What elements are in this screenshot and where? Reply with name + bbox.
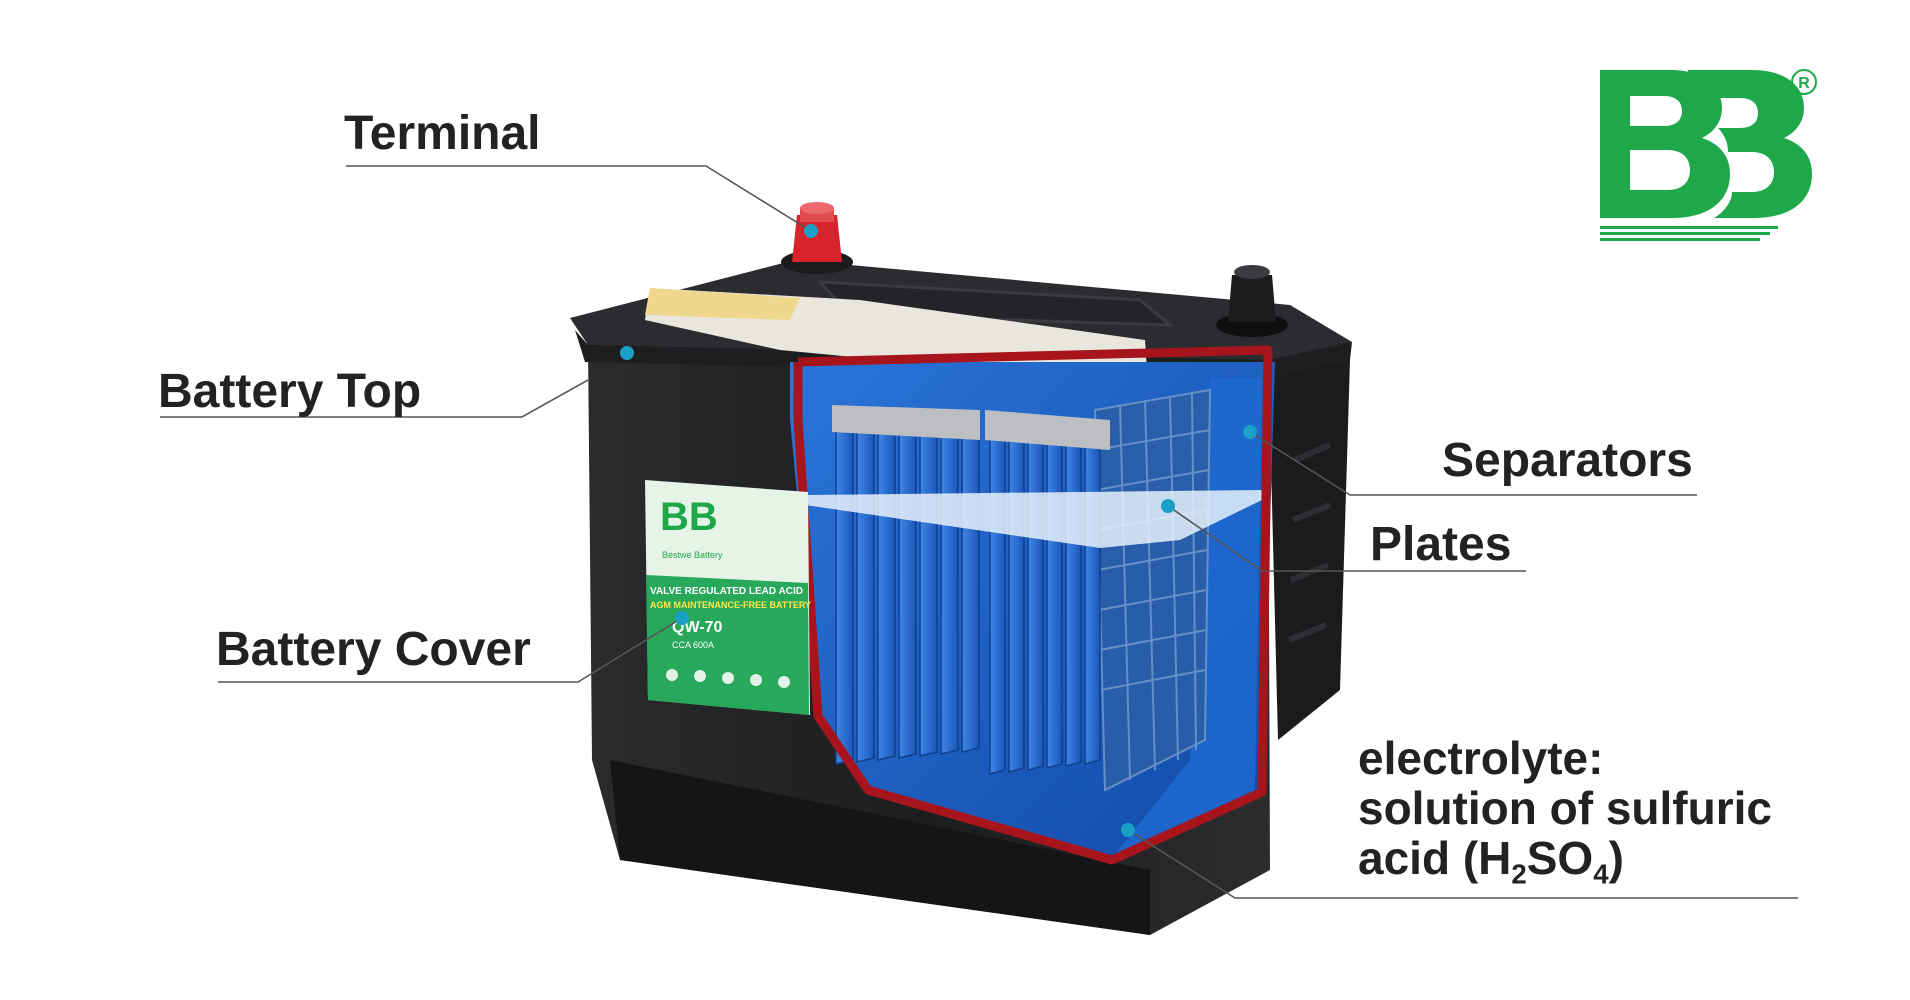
product-logo: BB	[660, 495, 718, 539]
label-terminal: Terminal	[344, 107, 541, 160]
plate	[961, 434, 980, 753]
marker-electrolyte	[1121, 823, 1135, 837]
leader-lines	[160, 165, 1798, 899]
label-separators: Separators	[1442, 434, 1693, 487]
plate	[940, 433, 959, 755]
marker-battery-top	[620, 346, 634, 360]
negative-terminal	[1216, 265, 1288, 337]
brand-logo: R	[1600, 69, 1817, 241]
label-battery-top: Battery Top	[158, 365, 422, 418]
plate	[856, 428, 875, 763]
plate	[877, 429, 896, 761]
marker-terminal	[804, 224, 818, 238]
electrolyte-line1: electrolyte:	[1358, 732, 1604, 784]
electrolyte-line2: solution of sulfuric	[1358, 782, 1772, 834]
svg-text:Bestwe Battery: Bestwe Battery	[662, 550, 723, 560]
plate	[1008, 438, 1025, 773]
label-electrolyte: electrolyte: solution of sulfuric acid (…	[1358, 733, 1772, 900]
leader-terminal	[346, 165, 812, 232]
product-label: BB Bestwe Battery VALVE REGULATED LEAD A…	[645, 480, 811, 715]
positive-terminal	[781, 202, 853, 274]
marker-battery-cover	[675, 611, 689, 625]
plate	[835, 427, 854, 765]
cutaway-interior	[790, 345, 1275, 865]
leader-battery-cover	[218, 617, 683, 683]
marker-separators	[1243, 425, 1257, 439]
plate	[1065, 441, 1082, 767]
marker-plates	[1161, 499, 1175, 513]
plate	[1027, 439, 1044, 771]
leader-plates	[1167, 505, 1526, 572]
plate-stack-left	[835, 427, 980, 765]
svg-text:R: R	[1798, 75, 1810, 92]
leader-battery-top	[160, 379, 589, 418]
leader-electrolyte	[1127, 829, 1798, 899]
leader-separators	[1249, 431, 1697, 496]
grid-plate	[1093, 388, 1212, 792]
label-battery-cover: Battery Cover	[216, 623, 531, 676]
label-plates: Plates	[1370, 518, 1512, 571]
plate	[1046, 440, 1063, 769]
registered-mark: R	[1791, 69, 1817, 95]
plate	[989, 437, 1006, 775]
plate	[919, 431, 938, 757]
cutaway-outline	[793, 345, 1273, 865]
svg-text:CCA 600A: CCA 600A	[672, 640, 714, 650]
svg-text:VALVE REGULATED LEAD ACID: VALVE REGULATED LEAD ACID	[650, 586, 803, 597]
plate	[898, 430, 917, 759]
marker-dots	[620, 224, 1257, 837]
electrolyte-line3: acid (H2SO4)	[1358, 832, 1624, 890]
svg-text:AGM MAINTENANCE-FREE BATTERY: AGM MAINTENANCE-FREE BATTERY	[650, 600, 811, 610]
